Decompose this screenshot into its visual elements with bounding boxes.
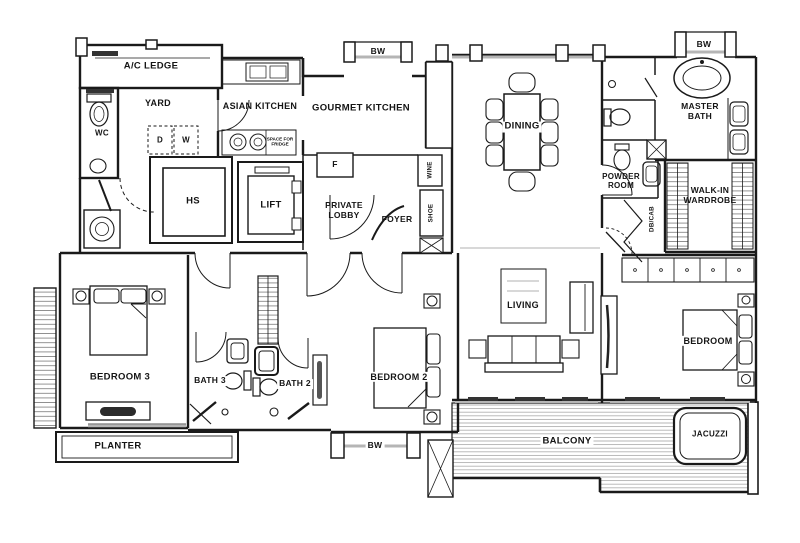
label-bedroom-2: BEDROOM 2 (368, 371, 430, 383)
balcony-area (427, 401, 759, 498)
living-rug (500, 268, 547, 324)
label-wc: WC (95, 128, 109, 138)
label-lift: LIFT (258, 199, 284, 212)
ledge (33, 287, 57, 429)
powder-sink (642, 161, 661, 187)
bath2-sink (254, 346, 279, 376)
wc-toilet (89, 101, 109, 127)
bedroom2-furniture (373, 293, 441, 425)
label-bw-top: BW (370, 46, 386, 57)
label-fridge: F (332, 159, 338, 170)
label-hs: HS (186, 195, 200, 207)
label-foyer: FOYER (381, 214, 413, 225)
bedroom3-furniture (72, 285, 166, 421)
label-jacuzzi: JACUZZI (692, 429, 728, 439)
wardrobe-racks (33, 162, 755, 429)
hs-shelter (149, 156, 233, 244)
windows (88, 50, 750, 448)
bed (373, 327, 427, 409)
label-wine: WINE (426, 161, 434, 179)
bath2-toilet (259, 378, 279, 396)
powder-toilet (613, 149, 631, 171)
label-washer: W (182, 135, 190, 145)
window-sashes (86, 51, 725, 401)
bath3-sink (226, 338, 249, 364)
label-private-lobby: PRIVATE LOBBY (325, 200, 363, 220)
label-walk-in-wardrobe: WALK-IN WARDROBE (683, 185, 737, 205)
washer-space (173, 125, 199, 155)
master-toilet (609, 108, 631, 126)
wine-cabinet (417, 154, 443, 187)
armchair (569, 281, 594, 334)
label-ac-ledge: A/C LEDGE (123, 60, 179, 72)
label-living: LIVING (505, 299, 541, 311)
shoe-cabinet (419, 189, 444, 237)
label-shoe: SHOE (427, 203, 435, 223)
inner-walls (88, 57, 659, 425)
cabinets (257, 61, 667, 345)
label-powder-room: POWDER ROOM (602, 171, 640, 190)
label-dining: DINING (502, 120, 542, 133)
stove-burner (249, 133, 267, 151)
laundry-drum (89, 216, 115, 242)
label-planter: PLANTER (94, 440, 142, 452)
kitchen-fixtures (147, 59, 301, 156)
dryer-space (147, 125, 173, 155)
planter-box (55, 431, 239, 463)
kitchen-sink (245, 62, 289, 82)
door-swings (98, 77, 658, 425)
living-furniture (468, 268, 618, 375)
fridge-cabinet (316, 152, 354, 178)
label-space-for-fridge: SPACE FOR FRIDGE (266, 136, 294, 147)
label-asian-kitchen: ASIAN KITCHEN (222, 100, 298, 111)
balcony-end-post (747, 401, 759, 495)
label-dryer: D (156, 135, 164, 145)
vanity-basin (729, 129, 749, 155)
label-bath-3: BATH 3 (192, 375, 228, 386)
lift-shaft (237, 161, 304, 243)
label-bw-right: BW (696, 39, 712, 50)
wall-posts (75, 31, 737, 459)
label-bw-bottom: BW (365, 440, 385, 451)
stove-burner (229, 133, 247, 151)
label-db-cab: DB/CAB (648, 206, 656, 232)
sofa (487, 335, 561, 364)
label-bedroom: BEDROOM (681, 335, 735, 347)
label-yard: YARD (145, 97, 171, 108)
label-master-bath: MASTER BATH (681, 101, 719, 121)
label-gourmet-kitchen: GOURMET KITCHEN (312, 102, 410, 114)
master-bathtub (673, 57, 731, 99)
label-balcony: BALCONY (540, 435, 594, 448)
label-bedroom-3: BEDROOM 3 (89, 371, 151, 383)
vanity-basin (729, 101, 749, 127)
label-bath-2: BATH 2 (277, 378, 313, 389)
